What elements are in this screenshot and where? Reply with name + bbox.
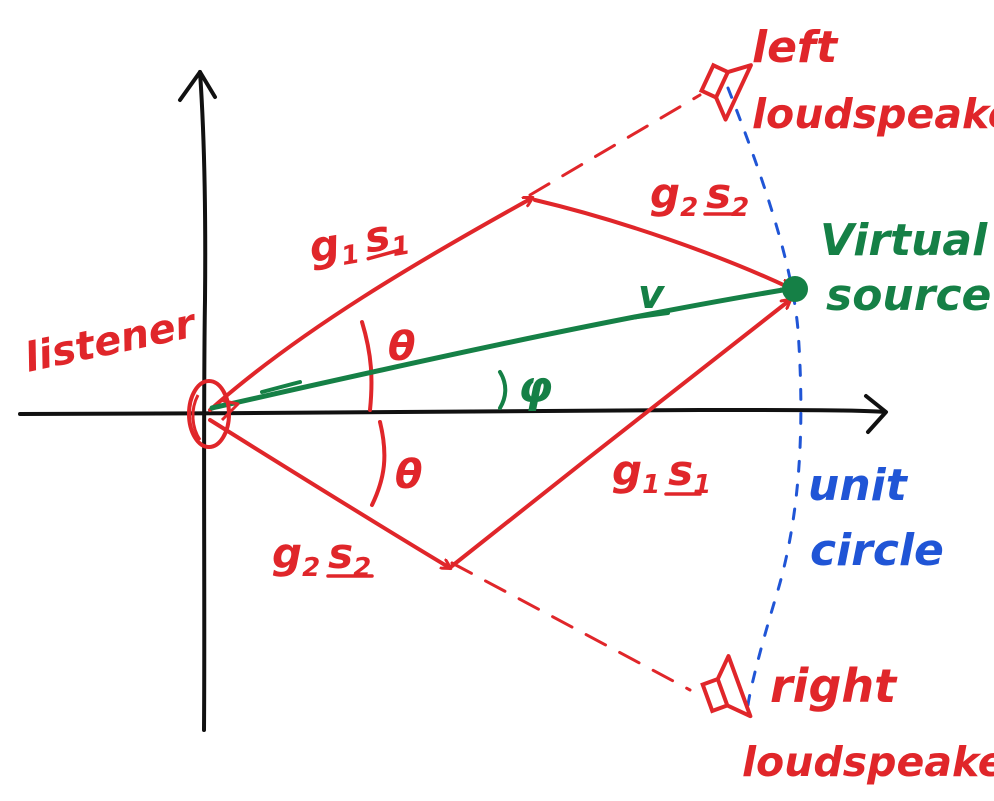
virtual-source-vector [209, 288, 795, 411]
unit-circle-label-line2: circle [810, 525, 944, 576]
svg-text:g1s1: g1s1 [305, 207, 412, 277]
g1s1-upper-label: g1s1 [305, 207, 412, 277]
phi-label: φ [518, 362, 552, 413]
y-axis [198, 70, 208, 732]
virtual-source-dot-icon [782, 276, 808, 302]
right-speaker-label-line1: right [770, 659, 898, 713]
g1s1-upper-vector [208, 196, 532, 412]
listener-label: listener [21, 300, 202, 381]
axes [18, 70, 888, 732]
theta-lower-arc [370, 420, 387, 507]
theta-lower-label: θ [395, 452, 422, 498]
g1s1-lower-vector [450, 300, 790, 568]
unit-circle-label-line1: unit [808, 460, 909, 511]
x-axis [18, 407, 887, 416]
gain-vectors [208, 196, 790, 568]
x-axis-arrowhead [864, 394, 888, 434]
listener-head-icon [187, 379, 240, 449]
left-speaker-direction-line [528, 93, 702, 197]
g2s2-upper-vector [533, 198, 790, 288]
left-speaker-label-line2: loudspeaker [752, 90, 994, 138]
left-loudspeaker-icon [698, 62, 753, 122]
g2s2-lower-vector [208, 418, 450, 568]
right-speaker-direction-line [450, 561, 692, 692]
theta-upper-arc [360, 320, 374, 412]
unit-circle-arc [726, 86, 803, 707]
theta-upper-label: θ [388, 324, 415, 370]
vector-v-label: v [638, 272, 666, 318]
left-speaker-label-line1: left [752, 22, 839, 73]
virtual-source-label-line2: source [826, 270, 991, 321]
phi-arc [498, 370, 508, 410]
right-speaker-label-line2: loudspeaker [742, 738, 994, 786]
svg-text:g1s1: g1s1 [612, 446, 711, 500]
right-loudspeaker-icon [700, 654, 753, 719]
y-axis-arrowhead [178, 70, 217, 102]
vector-underline-mark [260, 380, 302, 394]
virtual-source-label-line1: Virtual [820, 215, 988, 266]
vector-v-underline [628, 311, 670, 320]
